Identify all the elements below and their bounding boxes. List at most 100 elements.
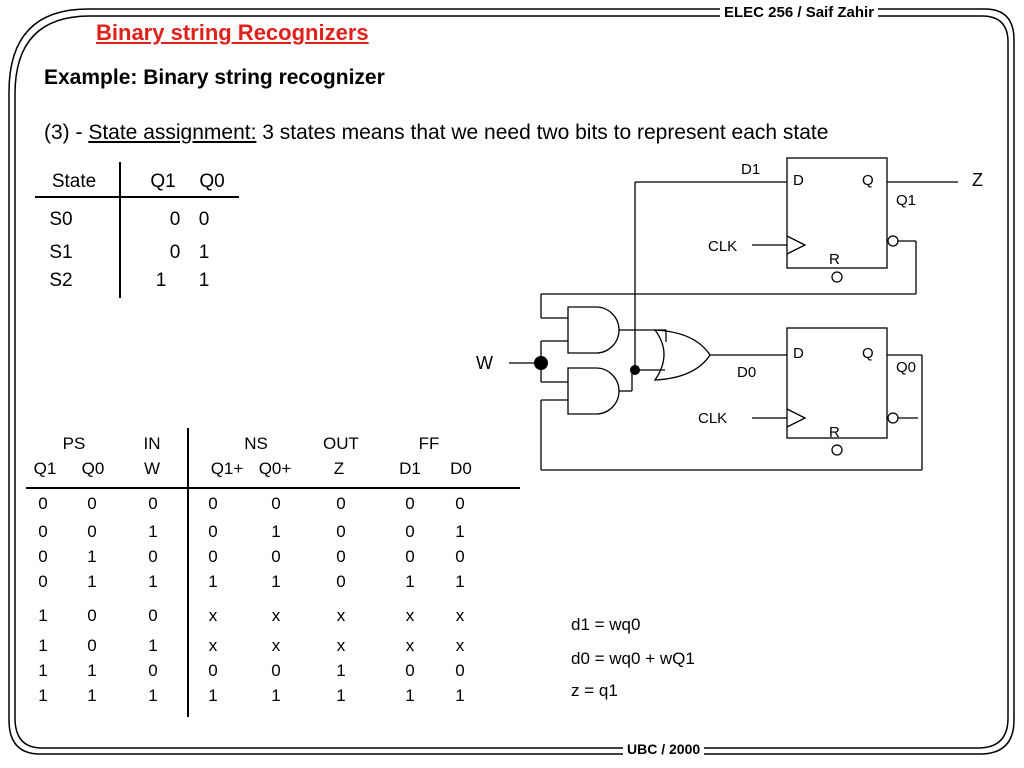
table-cell: 0 bbox=[455, 547, 465, 566]
table-cell: 1 bbox=[455, 572, 465, 591]
table-cell: x bbox=[208, 636, 218, 655]
table-cell: 1 bbox=[148, 522, 158, 541]
table-cell: x bbox=[271, 636, 281, 655]
table-cell: 0 bbox=[405, 494, 415, 513]
table-cell: 0 bbox=[271, 661, 281, 680]
table-cell: 0 bbox=[38, 522, 48, 541]
state-table-divider bbox=[119, 162, 121, 298]
table-cell: 0 bbox=[405, 547, 415, 566]
ff0-clk-triangle bbox=[786, 408, 807, 428]
th-sub-1: Q0 bbox=[81, 459, 105, 478]
th-sub-6: D1 bbox=[399, 459, 421, 478]
table-cell: 0 bbox=[455, 661, 465, 680]
footer-source: UBC / 2000 bbox=[623, 741, 705, 757]
table-cell: 1 bbox=[405, 572, 415, 591]
state-header-q1: Q1 bbox=[150, 171, 176, 192]
table-cell: 1 bbox=[271, 572, 281, 591]
table-cell: x bbox=[405, 636, 415, 655]
table-cell: 0 bbox=[148, 661, 158, 680]
table-cell: 1 bbox=[38, 661, 48, 680]
state-row-0-q0: 0 bbox=[198, 209, 210, 230]
and-gate-top bbox=[567, 306, 620, 354]
body-text: (3) - State assignment: 3 states means t… bbox=[44, 121, 828, 145]
table-cell: 1 bbox=[87, 661, 97, 680]
table-cell: 0 bbox=[38, 572, 48, 591]
table-cell: 0 bbox=[208, 522, 218, 541]
equation-d0: d0 = wq0 + wQ1 bbox=[571, 649, 695, 668]
ff0-r-label: R bbox=[829, 424, 840, 441]
table-cell: 1 bbox=[38, 606, 48, 625]
table-cell: 1 bbox=[38, 636, 48, 655]
table-cell: 1 bbox=[148, 636, 158, 655]
table-cell: 0 bbox=[336, 547, 346, 566]
body-underlined: State assignment: bbox=[88, 121, 257, 144]
table-cell: 0 bbox=[271, 494, 281, 513]
table-cell: 1 bbox=[208, 686, 218, 705]
equation-d1: d1 = wq0 bbox=[571, 615, 641, 634]
table-cell: 1 bbox=[271, 522, 281, 541]
ff0-q-net-label: Q0 bbox=[896, 359, 917, 376]
table-cell: 0 bbox=[87, 636, 97, 655]
transition-table-divider bbox=[187, 428, 189, 717]
ff1-d-net-label: D1 bbox=[741, 161, 761, 178]
state-row-2-q0: 1 bbox=[198, 270, 210, 291]
table-cell: 0 bbox=[38, 494, 48, 513]
table-cell: 0 bbox=[38, 547, 48, 566]
input-w-label: W bbox=[476, 353, 493, 373]
equation-z: z = q1 bbox=[571, 681, 618, 700]
table-cell: 1 bbox=[336, 686, 346, 705]
d1-junction-dot bbox=[630, 365, 640, 375]
state-row-1-q1: 0 bbox=[169, 242, 181, 263]
table-cell: 0 bbox=[208, 494, 218, 513]
state-row-1-state: S1 bbox=[49, 242, 73, 263]
input-junction-dot bbox=[534, 356, 548, 370]
table-cell: 0 bbox=[405, 522, 415, 541]
table-cell: x bbox=[455, 606, 465, 625]
state-header-state: State bbox=[51, 171, 97, 192]
ff1-reset-bubble bbox=[831, 271, 843, 283]
table-cell: 0 bbox=[87, 606, 97, 625]
ff1-clk-label: CLK bbox=[708, 238, 738, 255]
th-sub-3: Q1+ bbox=[210, 459, 244, 478]
table-cell: 1 bbox=[455, 522, 465, 541]
state-table-rule bbox=[35, 196, 239, 198]
ff1-q-label: Q bbox=[862, 172, 874, 189]
state-row-0-q1: 0 bbox=[169, 209, 181, 230]
table-cell: x bbox=[336, 636, 346, 655]
table-cell: 1 bbox=[455, 686, 465, 705]
table-cell: x bbox=[336, 606, 346, 625]
slide-subtitle: Example: Binary string recognizer bbox=[44, 66, 385, 89]
table-cell: 1 bbox=[87, 547, 97, 566]
ff0-d-label: D bbox=[793, 345, 804, 362]
table-cell: x bbox=[455, 636, 465, 655]
state-row-1-q0: 1 bbox=[198, 242, 210, 263]
table-cell: 1 bbox=[336, 661, 346, 680]
or-gate bbox=[653, 329, 711, 381]
table-cell: 0 bbox=[336, 494, 346, 513]
ff1-clk-triangle bbox=[786, 235, 807, 255]
table-cell: 0 bbox=[87, 494, 97, 513]
th-group-ns: NS bbox=[244, 434, 268, 453]
th-group-in: IN bbox=[143, 434, 161, 453]
body-rest: 3 states means that we need two bits to … bbox=[256, 121, 829, 144]
table-cell: 0 bbox=[148, 606, 158, 625]
table-cell: x bbox=[405, 606, 415, 625]
table-cell: 1 bbox=[271, 686, 281, 705]
table-cell: 0 bbox=[148, 494, 158, 513]
th-group-ff: FF bbox=[418, 434, 440, 453]
th-group-out: OUT bbox=[323, 434, 359, 453]
ff1-r-label: R bbox=[829, 251, 840, 268]
table-cell: x bbox=[208, 606, 218, 625]
th-sub-7: D0 bbox=[450, 459, 472, 478]
ff1-q-net-label: Q1 bbox=[896, 192, 917, 209]
state-row-0-state: S0 bbox=[49, 209, 73, 230]
header-course-author: ELEC 256 / Saif Zahir bbox=[720, 4, 879, 21]
table-cell: 0 bbox=[336, 522, 346, 541]
th-sub-5: Z bbox=[333, 459, 345, 478]
table-cell: 0 bbox=[208, 661, 218, 680]
table-cell: 1 bbox=[38, 686, 48, 705]
table-cell: 0 bbox=[336, 572, 346, 591]
table-cell: 1 bbox=[208, 572, 218, 591]
